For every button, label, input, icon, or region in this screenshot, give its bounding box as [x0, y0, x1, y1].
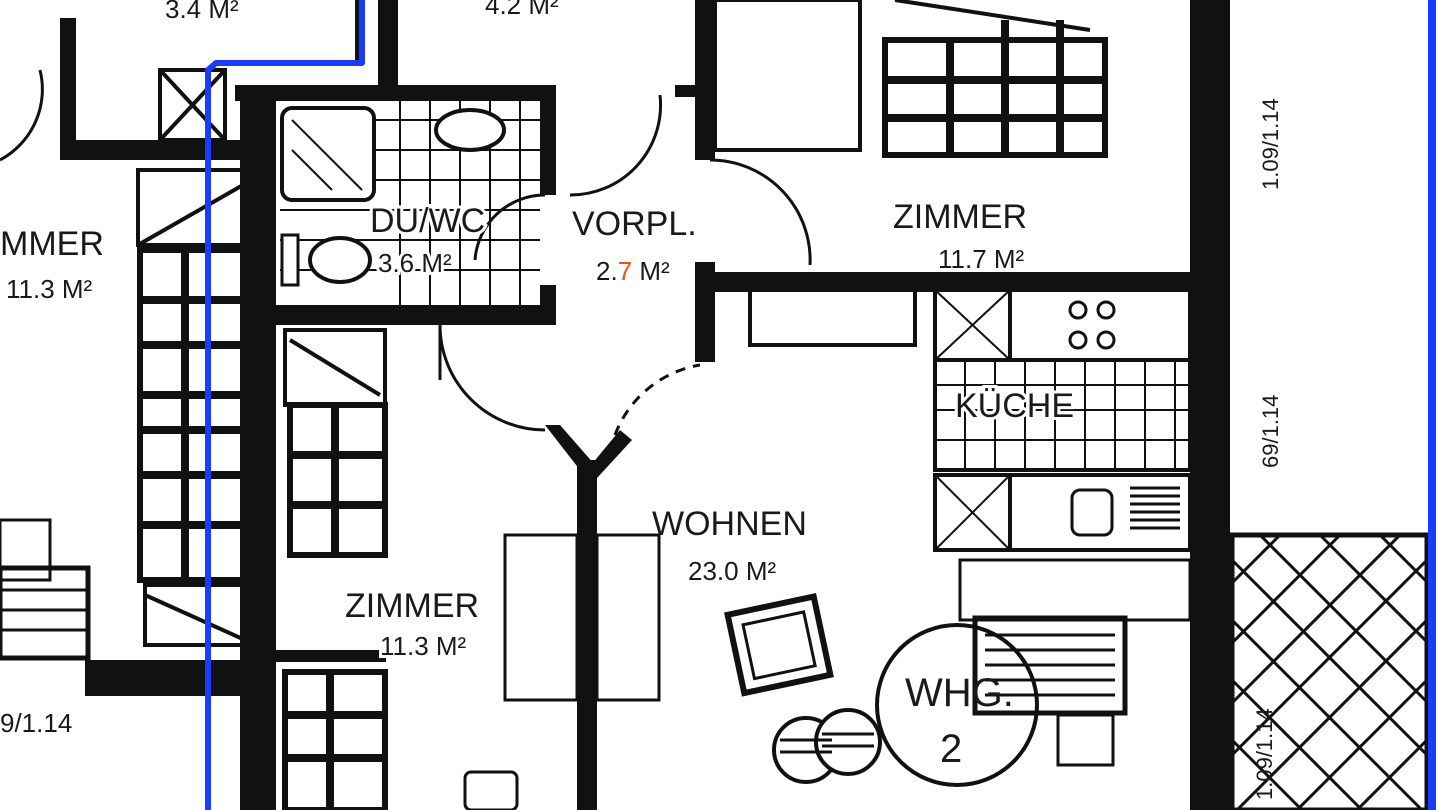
vorpl-area: 2.7 M²	[596, 256, 670, 286]
vorpl-name: VORPL.	[572, 205, 697, 243]
left-zimmer-name: MMER	[0, 225, 104, 263]
zimmer-center-name: ZIMMER	[345, 587, 479, 625]
door-swing-dashed	[613, 363, 701, 436]
vorpl-area-highlight: 7	[618, 256, 632, 286]
wohnen-furniture	[463, 533, 1192, 810]
walls	[60, 0, 1230, 810]
whg-number: 2	[940, 727, 962, 771]
selection-outline[interactable]	[205, 0, 365, 810]
du-wc-area: 3.6 M²	[378, 248, 452, 278]
drainboard	[1130, 486, 1180, 530]
window-label-right-mid: 69/1.14	[1258, 395, 1283, 468]
plant-icon	[772, 708, 882, 784]
zimmer-center-area: 11.3 M²	[380, 631, 467, 661]
toilet	[308, 236, 372, 284]
left-furniture	[0, 518, 91, 661]
zimmer-top-right-area: 11.7 M²	[938, 244, 1025, 274]
left-zimmer-area: 11.3 M²	[6, 274, 93, 304]
window-label-left-lower: 9/1.14	[0, 708, 72, 738]
apartment-marker-circle	[875, 623, 1039, 787]
balcony-lattice	[1229, 532, 1430, 810]
wohnen-area: 23.0 M²	[688, 556, 776, 586]
top-mid-area: 4.2 M²	[485, 0, 559, 20]
window-label-right-lower: 1.09/1.14	[1252, 708, 1277, 800]
sink-icon	[1070, 488, 1114, 537]
stove-icon	[1068, 300, 1116, 350]
zimmer-top-right-name: ZIMMER	[893, 198, 1027, 236]
top-left-area: 3.4 M²	[165, 0, 239, 24]
vorpl-area-prefix: 2.	[596, 256, 618, 286]
vorpl-area-suffix: M²	[632, 256, 670, 286]
door-swings	[0, 69, 812, 432]
window-label-right-upper: 1.09/1.14	[1258, 98, 1283, 190]
cupboards	[136, 0, 1091, 647]
wohnen-name: WOHNEN	[652, 505, 807, 543]
whg-name: WHG.	[905, 671, 1014, 715]
shower-tray	[280, 106, 376, 202]
kueche-name: KÜCHE	[955, 387, 1074, 425]
washbasin	[434, 108, 506, 152]
du-wc-name: DU/WC	[370, 202, 485, 240]
